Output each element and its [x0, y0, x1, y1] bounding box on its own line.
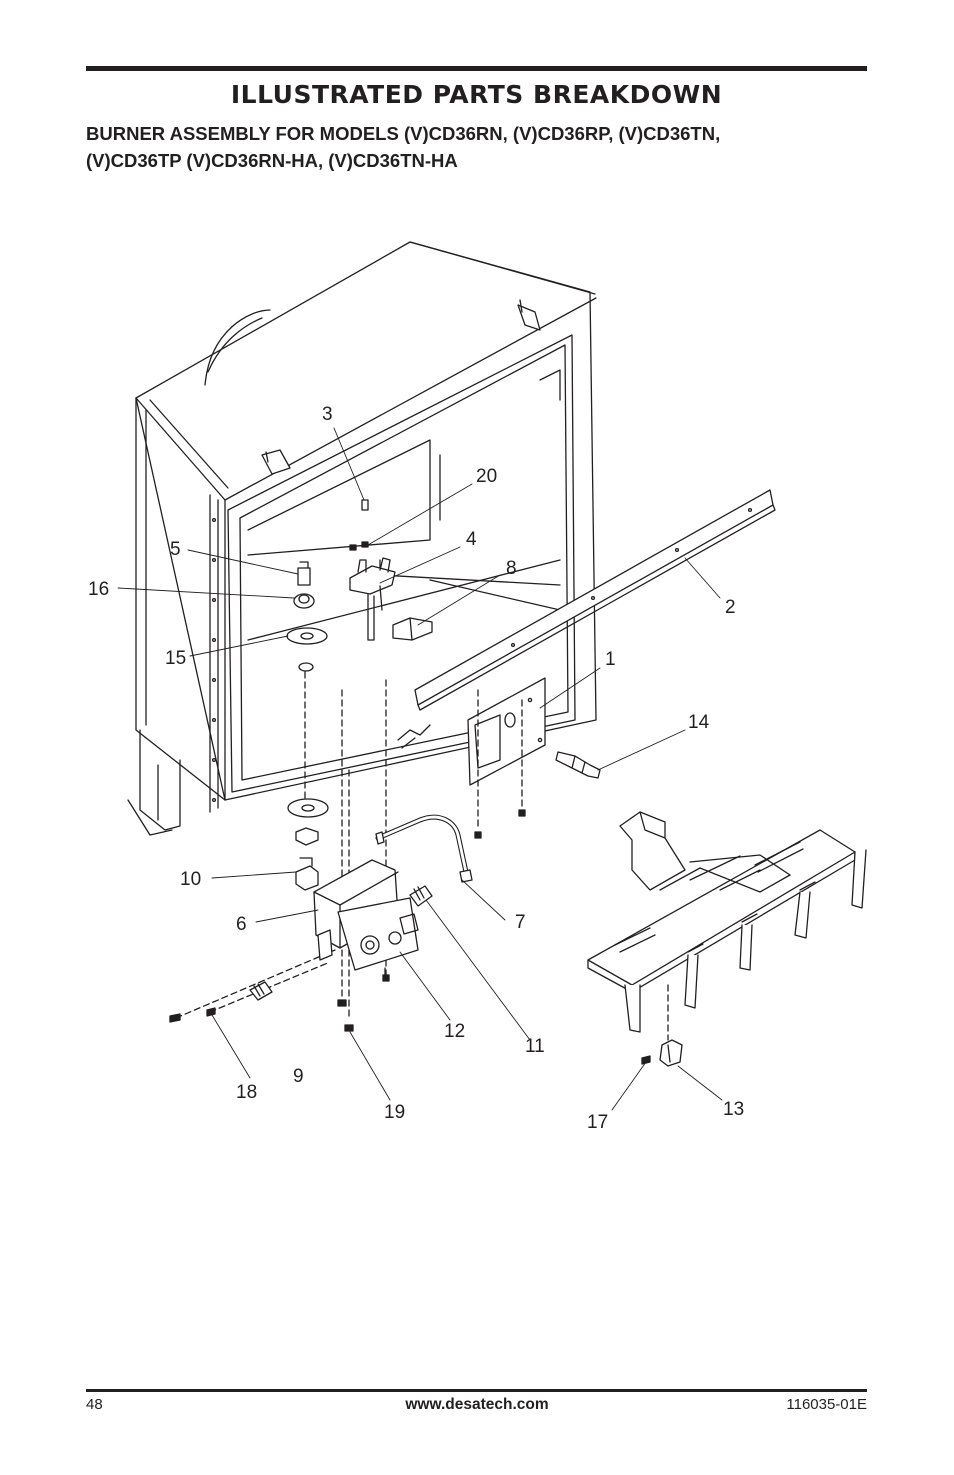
subtitle-line-2: (V)CD36TP (V)CD36RN-HA, (V)CD36TN-HA [86, 150, 458, 171]
callout-16: 16 [88, 579, 109, 600]
callout-labels: 1 2 3 4 5 6 7 8 9 10 11 12 13 14 15 16 1… [88, 404, 744, 1133]
page-number: 48 [86, 1396, 103, 1413]
glass-frame [227, 334, 576, 793]
callout-14: 14 [688, 712, 710, 733]
callout-18: 18 [236, 1082, 257, 1103]
access-plate [467, 677, 546, 786]
page-title: ILLUSTRATED PARTS BREAKDOWN [230, 80, 723, 109]
document-number: 116035-01E [786, 1396, 867, 1413]
callout-4: 4 [466, 529, 477, 550]
callout-19: 19 [384, 1102, 405, 1123]
callout-3: 3 [322, 404, 333, 425]
callout-6: 6 [236, 914, 247, 935]
subtitle-line-1: BURNER ASSEMBLY FOR MODELS (V)CD36RN, (V… [86, 123, 721, 144]
callout-1: 1 [605, 649, 616, 670]
ignitor-electrode [555, 751, 601, 779]
gas-valve-assembly [169, 798, 651, 1065]
leader-lines [117, 427, 723, 1111]
burner-grate [587, 811, 867, 1067]
callout-12: 12 [444, 1021, 465, 1042]
burner-assembly-diagram: 1 2 3 4 5 6 7 8 9 10 11 12 13 14 15 16 1… [88, 241, 867, 1133]
burner-rail [414, 489, 776, 711]
page-subtitle: BURNER ASSEMBLY FOR MODELS (V)CD36RN, (V… [86, 120, 867, 174]
callout-20: 20 [476, 466, 497, 487]
top-rule [86, 66, 867, 71]
callout-9: 9 [293, 1066, 304, 1087]
callout-15: 15 [165, 648, 186, 669]
callout-10: 10 [180, 869, 201, 890]
callout-8: 8 [506, 558, 517, 579]
pilot-assembly [286, 499, 433, 749]
callout-2: 2 [725, 597, 736, 618]
callout-5: 5 [170, 539, 181, 560]
bottom-rule [86, 1389, 867, 1392]
callout-11: 11 [525, 1036, 545, 1057]
callout-17: 17 [587, 1112, 608, 1133]
website-link[interactable]: www.desatech.com [405, 1396, 549, 1413]
callout-7: 7 [515, 912, 526, 933]
callout-13: 13 [723, 1099, 744, 1120]
